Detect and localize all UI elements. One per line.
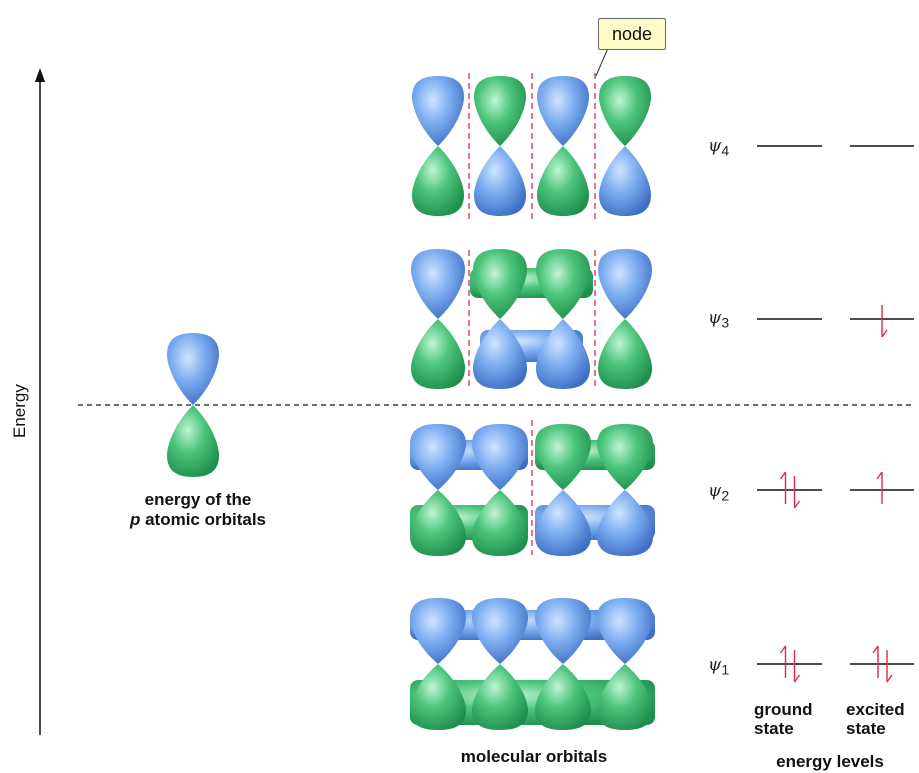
- ground-line2: state: [754, 719, 794, 738]
- psi3-lobe-4-lower: [598, 319, 652, 389]
- electron-arrows: [779, 305, 893, 683]
- psi4-lobe-1-lower: [412, 146, 464, 216]
- psi4-lobe-1-upper: [412, 76, 464, 146]
- ground-state-label: ground state: [754, 700, 813, 738]
- psi2-ground-electrons-down-barb: [793, 500, 801, 509]
- psi1-ground-electrons-down-barb: [793, 674, 801, 683]
- psi1-lobe-4-lower: [597, 664, 653, 730]
- psi2-ground-electrons-up: [779, 471, 787, 504]
- molecular-orbitals-label: molecular orbitals: [460, 747, 608, 766]
- psi1-lobe-1-upper: [410, 598, 466, 664]
- energy-level-lines: [757, 145, 914, 665]
- psi-4-sub: 4: [721, 142, 730, 159]
- psi1-lobe-1-lower: [410, 664, 466, 730]
- atomic-p-upper-lobe: [167, 333, 219, 405]
- psi-3-symbol: ψ: [708, 308, 722, 328]
- psi2-lobe-4-lower: [597, 490, 653, 556]
- psi1-excited-electrons-down: [886, 650, 893, 683]
- excited-line2: state: [846, 719, 886, 738]
- psi2-lobe-3-lower: [535, 490, 591, 556]
- psi3-lobe-2-upper: [473, 249, 527, 319]
- psi-4-symbol: ψ: [708, 136, 722, 156]
- psi1-lobe-2-upper: [472, 598, 528, 664]
- psi3-lobe-3-lower: [536, 319, 590, 389]
- psi1-lobe-3-upper: [535, 598, 591, 664]
- node-lines: [468, 73, 596, 555]
- atomic-label-p: p: [129, 510, 141, 529]
- psi-4-label: ψ4: [708, 136, 729, 158]
- psi2-lobe-1-upper: [410, 424, 466, 490]
- atomic-label-rest: atomic orbitals: [140, 510, 267, 529]
- psi2-ground-electrons-down: [793, 476, 801, 509]
- callout-pointer: [595, 47, 609, 77]
- psi-1-label: ψ1: [708, 655, 729, 677]
- excited-line1: excited: [846, 700, 905, 719]
- psi2-lobe-1-lower: [410, 490, 466, 556]
- psi1-excited-electrons-down-barb: [886, 674, 893, 683]
- psi1-ground-electrons-up: [779, 645, 787, 678]
- psi1-top-bridge: [410, 610, 655, 640]
- ground-line1: ground: [754, 700, 813, 719]
- atomic-p-lower-lobe: [167, 405, 219, 477]
- psi1-excited-electrons-up: [872, 645, 879, 678]
- psi1-excited-electrons-up-barb: [872, 645, 879, 654]
- psi-1-sub: 1: [721, 661, 730, 678]
- psi-3-sub: 3: [721, 314, 730, 331]
- orbital-shapes: [167, 76, 655, 730]
- psi2-ground-electrons-up-barb: [779, 471, 787, 480]
- psi4-lobe-2-lower: [474, 146, 526, 216]
- psi1-lobe-4-upper: [597, 598, 653, 664]
- psi4-lobe-3-lower: [537, 146, 589, 216]
- atomic-orbital-label: energy of the p atomic orbitals: [108, 490, 288, 530]
- psi2-lobe-2-upper: [472, 424, 528, 490]
- psi2-lobe-3-upper: [535, 424, 591, 490]
- psi2-lobe-2-lower: [472, 490, 528, 556]
- psi-2-symbol: ψ: [708, 481, 722, 501]
- psi-2-label: ψ2: [708, 481, 729, 503]
- psi1-bottom-bridge: [410, 680, 655, 725]
- excited-state-label: excited state: [846, 700, 905, 738]
- psi3-lobe-1-upper: [411, 249, 465, 319]
- psi4-lobe-3-upper: [537, 76, 589, 146]
- psi3-excited-electrons-down-barb: [881, 329, 888, 338]
- psi-3-label: ψ3: [708, 308, 729, 330]
- energy-axis-label: Energy: [10, 384, 29, 438]
- psi2-excited-electrons-up-barb: [876, 471, 883, 480]
- psi2-excited-electrons-up: [876, 471, 883, 504]
- psi1-ground-electrons-down: [793, 650, 801, 683]
- node-callout: node: [598, 18, 666, 50]
- atomic-label-line2: p atomic orbitals: [108, 510, 288, 530]
- psi3-lobe-4-upper: [598, 249, 652, 319]
- psi2-lobe-4-upper: [597, 424, 653, 490]
- psi3-lobe-1-lower: [411, 319, 465, 389]
- psi-1-symbol: ψ: [708, 655, 722, 675]
- energy-axis-arrowhead: [35, 68, 45, 82]
- psi1-lobe-2-lower: [472, 664, 528, 730]
- psi3-lobe-3-upper: [536, 249, 590, 319]
- psi1-ground-electrons-up-barb: [779, 645, 787, 654]
- psi3-excited-electrons-down: [881, 305, 888, 338]
- psi4-lobe-2-upper: [474, 76, 526, 146]
- energy-levels-label: energy levels: [776, 752, 884, 771]
- psi4-lobe-4-lower: [599, 146, 651, 216]
- psi4-lobe-4-upper: [599, 76, 651, 146]
- atomic-label-line1: energy of the: [144, 490, 252, 509]
- psi3-lobe-2-lower: [473, 319, 527, 389]
- psi-2-sub: 2: [721, 487, 730, 504]
- psi1-lobe-3-lower: [535, 664, 591, 730]
